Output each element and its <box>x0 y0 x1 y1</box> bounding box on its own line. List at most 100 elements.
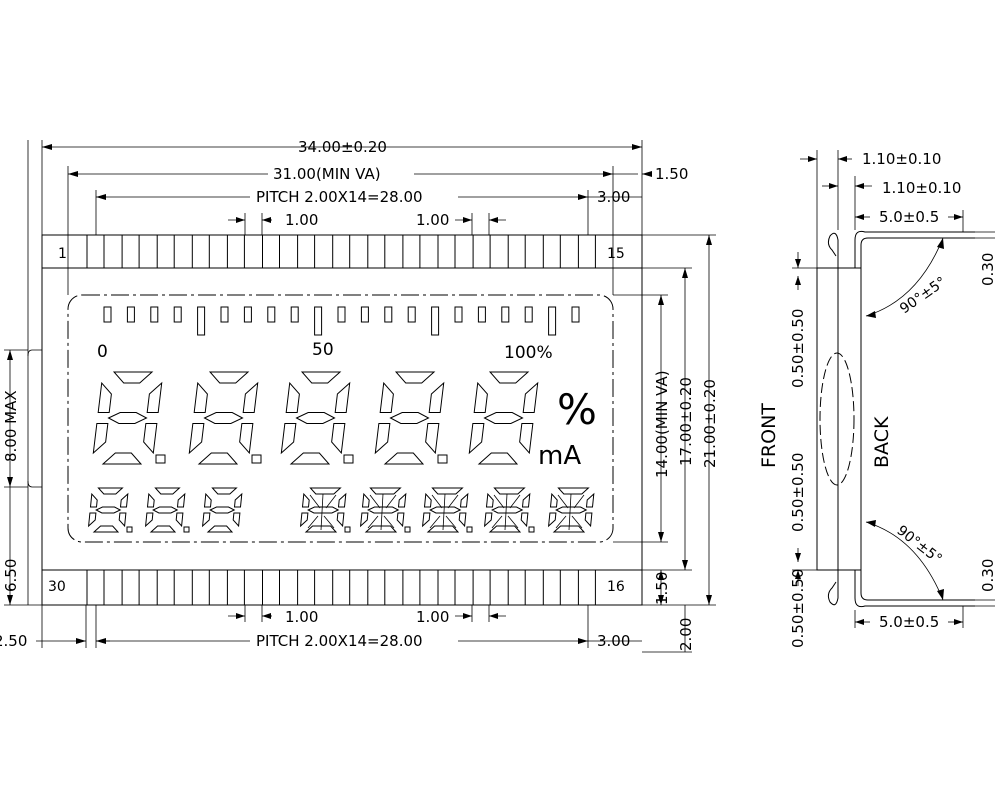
arrow <box>866 520 876 527</box>
bottom-pins <box>86 569 596 606</box>
big-digit-4 <box>374 371 445 465</box>
segment-6 <box>209 506 236 514</box>
pin-length2-label: 2.00 <box>677 618 695 651</box>
segment-6 <box>152 506 179 514</box>
segment-0 <box>300 371 342 384</box>
percent-unit-label: % <box>557 385 597 434</box>
pin-top <box>542 234 561 269</box>
pin-15-label: 15 <box>607 246 625 262</box>
alphanumeric-digits <box>299 487 595 533</box>
va-height-label: 14.00(MIN VA) <box>653 370 671 478</box>
decimal-point <box>404 526 411 533</box>
arrow <box>236 217 245 223</box>
segment-6 <box>429 506 462 514</box>
diagonal-segment <box>307 515 319 529</box>
decimal-point <box>126 526 133 533</box>
left-bracket <box>27 349 42 357</box>
left-650-label: 6.50 <box>2 559 20 592</box>
segment-0 <box>97 487 124 495</box>
angle-arc-bottom <box>865 521 944 601</box>
center-segment <box>380 493 384 531</box>
segment-6 <box>295 412 336 424</box>
angle-arc-top <box>865 237 944 317</box>
segment-5 <box>549 492 558 508</box>
segment-2 <box>331 423 346 455</box>
bar-segment <box>173 306 182 323</box>
pin-gap-label: 1.00 <box>416 608 449 626</box>
segment-1 <box>176 492 186 508</box>
pin-top <box>226 234 245 269</box>
alpha-digit-2 <box>359 487 411 533</box>
diagonal-segment <box>571 515 583 529</box>
segment-2 <box>118 512 127 528</box>
decimal-point <box>437 454 448 464</box>
edge-bottom-label: 3.00 <box>597 632 630 650</box>
segment-2 <box>239 423 254 455</box>
segment-4 <box>201 512 211 528</box>
bar-segment <box>267 306 276 323</box>
bar-segment-long <box>431 306 440 336</box>
bar-segment <box>454 306 463 323</box>
segment-3 <box>289 452 331 465</box>
arrow <box>489 613 498 619</box>
arrow <box>603 171 613 177</box>
pitch-bottom-label: PITCH 2.00X14=28.00 <box>256 632 423 650</box>
front-label: FRONT <box>758 403 780 468</box>
segment-6 <box>367 506 400 514</box>
segment-1 <box>521 492 531 508</box>
alpha-digit-5 <box>547 487 595 533</box>
arrow <box>855 619 864 625</box>
segment-6 <box>389 412 430 424</box>
decimal-point <box>251 454 262 464</box>
big-digit-3 <box>280 371 351 465</box>
total-height-label: 21.00±0.20 <box>701 379 719 468</box>
segment-6 <box>203 412 244 424</box>
angle-bottom-label: 90°±5° <box>894 523 945 568</box>
segment-4 <box>92 423 109 455</box>
segment-2 <box>584 512 593 528</box>
segment-5 <box>379 381 394 413</box>
main-seven-segment-digits <box>92 371 539 465</box>
arrow <box>463 217 472 223</box>
pin-bottom <box>507 569 526 606</box>
segment-0 <box>557 487 590 495</box>
bar-segment <box>524 306 533 323</box>
pin-bottom <box>542 569 561 606</box>
segment-5 <box>97 381 112 413</box>
pin-bottom <box>191 569 210 606</box>
pin-top <box>86 234 105 269</box>
segment-0 <box>369 487 402 495</box>
pin-gap-label: 1.00 <box>416 211 449 229</box>
arrow <box>7 595 13 605</box>
pin-top <box>156 234 175 269</box>
segment-6 <box>491 506 524 514</box>
diagonal-segment <box>309 494 321 509</box>
top-pin-right-inner <box>860 237 975 268</box>
segment-1 <box>585 492 595 508</box>
segment-4 <box>144 512 154 528</box>
arrow <box>262 217 271 223</box>
segment-4 <box>280 423 297 455</box>
segment-0 <box>431 487 464 495</box>
segment-3 <box>149 525 177 533</box>
arrow <box>954 214 963 220</box>
diagonal-segment <box>557 494 569 509</box>
arrow <box>795 259 801 268</box>
pin-bottom <box>437 569 456 606</box>
pin-bottom <box>226 569 245 606</box>
bottom-pin-right <box>854 570 975 608</box>
pin-bottom <box>121 569 140 606</box>
segment-3 <box>101 452 143 465</box>
big-digit-2 <box>188 371 259 465</box>
segment-1 <box>334 381 351 413</box>
pin-top <box>507 234 526 269</box>
segment-0 <box>493 487 526 495</box>
pin-bottom <box>86 569 105 606</box>
lead-width-top-label: 5.0±0.5 <box>879 208 939 226</box>
segment-2 <box>519 423 534 455</box>
arrow <box>42 144 52 150</box>
arrow <box>866 311 876 318</box>
segment-1 <box>428 381 445 413</box>
big-digit-1 <box>92 371 163 465</box>
